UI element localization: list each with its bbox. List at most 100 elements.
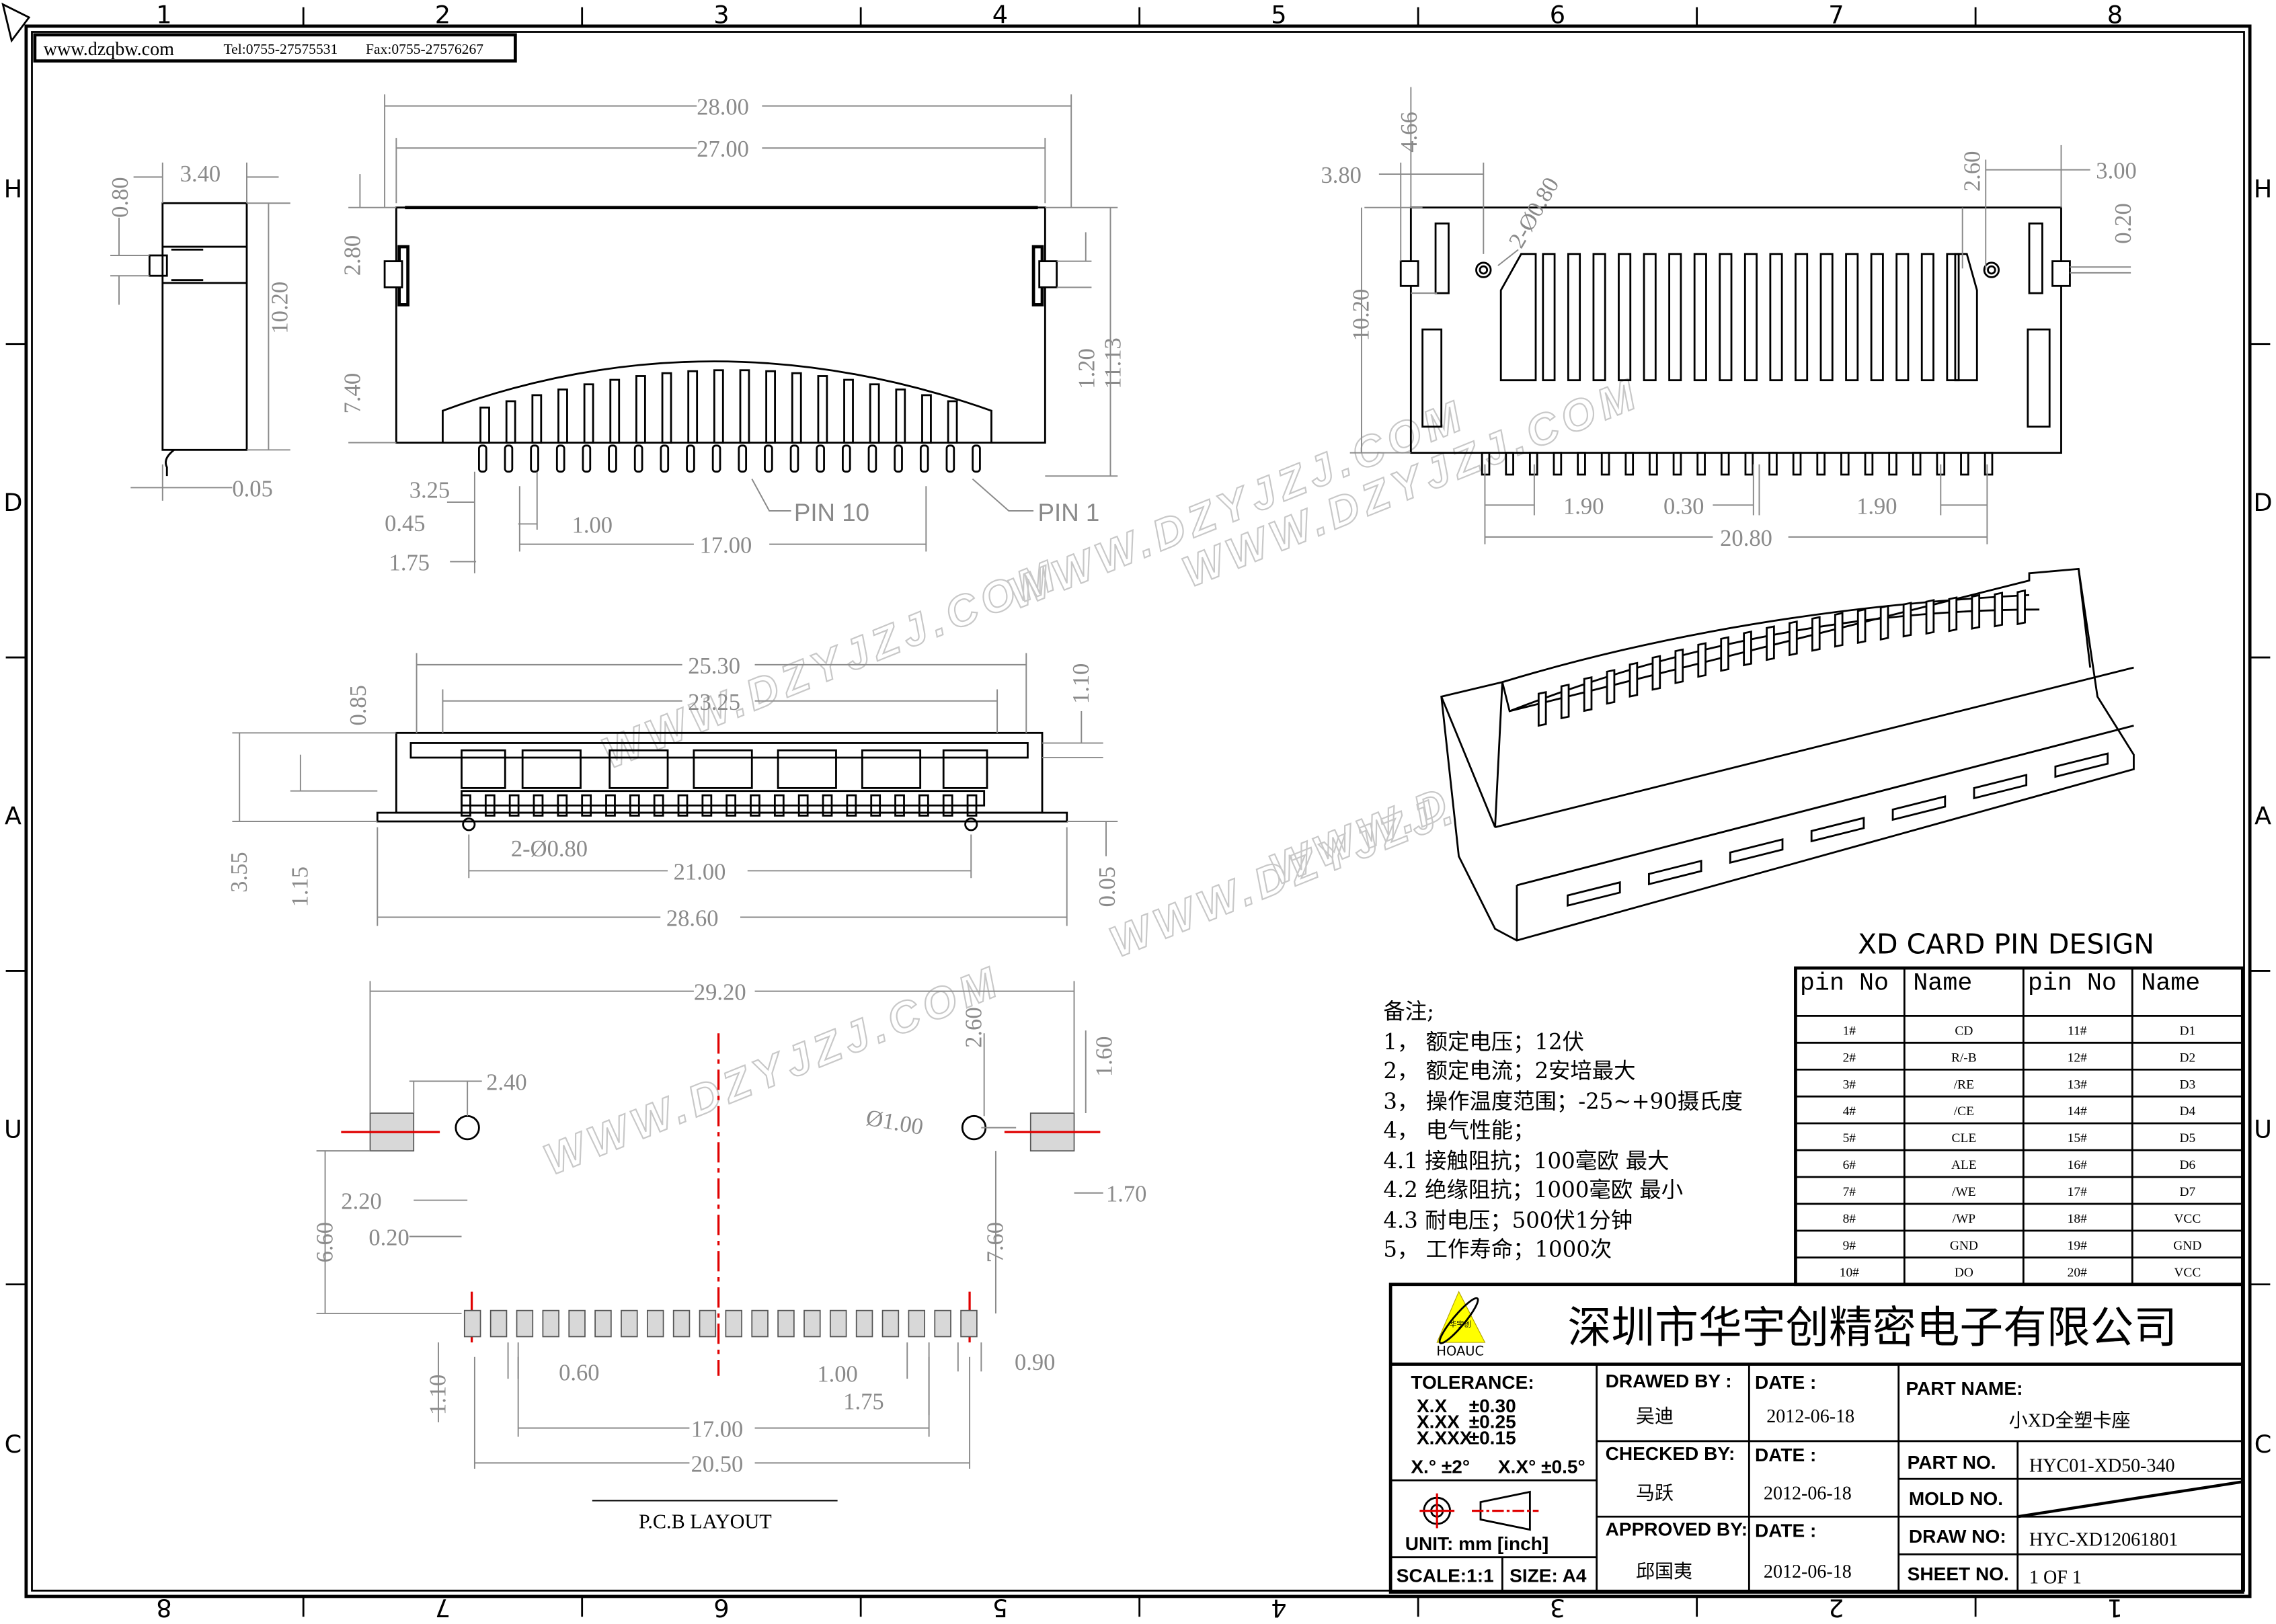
isometric-view <box>1440 567 2135 942</box>
pin <box>605 794 616 817</box>
signal-pad <box>568 1309 586 1338</box>
pin-number: 20# <box>2068 1266 2087 1280</box>
pin <box>919 444 929 473</box>
dim-label: 23.25 <box>688 690 740 715</box>
pin <box>846 794 857 817</box>
dim-label: 6.60 <box>312 1222 338 1262</box>
pin <box>1577 452 1586 476</box>
contact-slot <box>1845 253 1859 382</box>
pin <box>816 444 825 473</box>
pin-name: D6 <box>2179 1158 2195 1172</box>
contact-slot <box>1895 253 1910 382</box>
website-link[interactable]: www.dzqbw.com <box>44 39 174 60</box>
pin-number: 1# <box>1843 1024 1856 1038</box>
dim-label: 17.00 <box>691 1416 744 1442</box>
dim-label: 2.80 <box>340 235 365 276</box>
dim-label: 29.20 <box>694 980 746 1006</box>
locating-hole <box>455 1114 480 1141</box>
date-label: DATE : <box>1755 1520 1816 1541</box>
date-value: 2012-06-18 <box>1764 1483 1852 1504</box>
zone-row: A <box>5 801 22 830</box>
pin <box>1649 452 1658 476</box>
dim-label: 0.20 <box>2111 203 2136 243</box>
zone-row: C <box>5 1430 22 1459</box>
pin <box>555 444 565 473</box>
dim-label: 0.60 <box>559 1360 599 1385</box>
pin <box>942 794 953 817</box>
signal-pad <box>803 1309 821 1338</box>
zone-col-bottom: 7 <box>435 1593 450 1622</box>
contact-rib <box>1948 596 1958 633</box>
pin <box>1600 452 1610 476</box>
pin-name: D5 <box>2179 1131 2195 1145</box>
pin <box>894 444 903 473</box>
contact-rib <box>1697 642 1706 678</box>
contact-slot <box>1693 253 1707 382</box>
top-view: 4.66 3.80 2-Ø0.80 2.60 3.00 0.20 10.20 1… <box>1321 87 2137 551</box>
contact-line <box>531 394 543 444</box>
zone-row: U <box>4 1115 22 1144</box>
pin-number: 18# <box>2068 1212 2087 1226</box>
dim-label: 3.25 <box>409 478 450 503</box>
signal-pads <box>463 1309 978 1338</box>
pin-name: DO <box>1955 1266 1973 1280</box>
pin-name: VCC <box>2174 1212 2201 1226</box>
dim-label: 17.00 <box>700 533 752 559</box>
logo-text: HOAUC <box>1436 1344 1484 1359</box>
pin-number: 10# <box>1840 1266 1859 1280</box>
table-header: Name <box>1913 969 1972 998</box>
angle-tolerance: X.X° ±0.5° <box>1498 1456 1585 1477</box>
pin <box>484 794 496 817</box>
front-slot <box>2054 752 2109 778</box>
contact-line <box>479 406 490 444</box>
pin-number: 7# <box>1843 1185 1856 1199</box>
dim-label: 1.20 <box>1074 348 1100 389</box>
dim-label: 7.40 <box>340 373 365 413</box>
contact-rib <box>1925 599 1935 635</box>
zone-row: D <box>3 488 22 517</box>
pin <box>1528 452 1538 476</box>
dim-label: 3.55 <box>227 852 252 892</box>
note-item: 4.1 接触阻抗；100毫欧 最大 <box>1383 1148 1669 1174</box>
zone-col-bottom: 2 <box>1828 1593 1844 1622</box>
dim-label: 10.20 <box>1349 289 1374 341</box>
signal-pad <box>594 1309 612 1338</box>
pin <box>1840 452 1850 476</box>
contact-line <box>869 383 880 444</box>
contact-slot <box>1920 253 1934 382</box>
note-item: 4， 电气性能； <box>1383 1118 1534 1143</box>
pin-name: /CE <box>1954 1104 1974 1119</box>
contact-rib <box>1834 612 1844 648</box>
front-view: 28.00 27.00 2.80 7.40 1.20 11.13 3.25 0.… <box>340 94 1126 576</box>
zone-row: H <box>2254 175 2273 204</box>
note-item: 5， 工作寿命；1000次 <box>1383 1237 1612 1262</box>
zone-col-bottom: 8 <box>156 1593 171 1622</box>
contact-line <box>817 375 828 444</box>
pin-number: 3# <box>1843 1078 1856 1092</box>
pin-number: 2# <box>1843 1051 1856 1065</box>
dim-label: 0.05 <box>1095 866 1120 907</box>
company-logo[interactable]: 华宇创 HOAUC <box>1436 1291 1486 1359</box>
pin <box>870 794 881 817</box>
zone-col-bottom: 5 <box>992 1593 1008 1622</box>
contact-slot <box>1567 253 1581 382</box>
watermark: WWW.DZYJZJ.COM <box>537 956 1009 1184</box>
dim-label: 0.45 <box>385 511 425 536</box>
pin-name: CLE <box>1952 1131 1977 1145</box>
pin <box>711 444 721 473</box>
table-header: pin No <box>1800 969 1889 998</box>
pin <box>533 794 544 817</box>
zone-col-bottom: 1 <box>2107 1593 2123 1622</box>
pin <box>1624 452 1635 476</box>
unit-label: UNIT: mm [inch] <box>1405 1533 1548 1554</box>
pin <box>504 444 514 473</box>
pin10-callout: PIN 10 <box>794 499 869 526</box>
pin <box>773 794 785 817</box>
tolerance-value: ±0.25 <box>1469 1412 1516 1432</box>
pin-name: R/-B <box>1951 1051 1977 1065</box>
part-no-label: PART NO. <box>1908 1452 1996 1473</box>
dim-label: 1.90 <box>1856 493 1897 519</box>
tolerance-value: ±0.15 <box>1469 1427 1516 1448</box>
pin-table-title: XD CARD PIN DESIGN <box>1858 928 2154 961</box>
pin-number: 6# <box>1843 1158 1856 1172</box>
